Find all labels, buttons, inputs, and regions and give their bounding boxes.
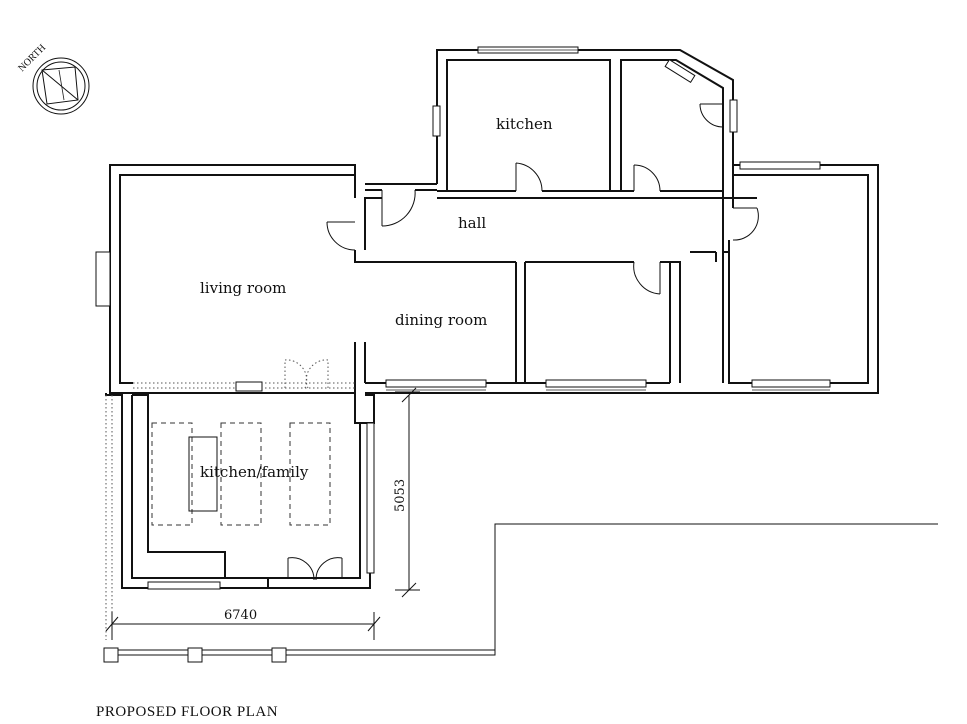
kitchen-family-walls: [105, 393, 375, 640]
plan-title: PROPOSED FLOOR PLAN: [96, 704, 278, 720]
room-label-hall: hall: [458, 214, 486, 232]
living-room-walls: [95, 164, 356, 394]
dimension-vertical-label: 5053: [393, 479, 408, 512]
room-label-kitchen: kitchen: [496, 115, 553, 133]
dimension-vertical: 5053: [393, 387, 420, 598]
room-label-dining-room: dining room: [395, 311, 487, 329]
main-house-walls: [326, 161, 879, 394]
north-compass-icon: NORTH: [16, 42, 90, 115]
dimension-horizontal: 6740: [105, 608, 381, 640]
kitchen-walls: [432, 46, 738, 192]
dimension-horizontal-label: 6740: [224, 608, 257, 623]
garden-boundary: [103, 523, 938, 663]
room-label-kitchen-family: kitchen/family: [200, 463, 309, 481]
room-label-living-room: living room: [200, 279, 286, 297]
